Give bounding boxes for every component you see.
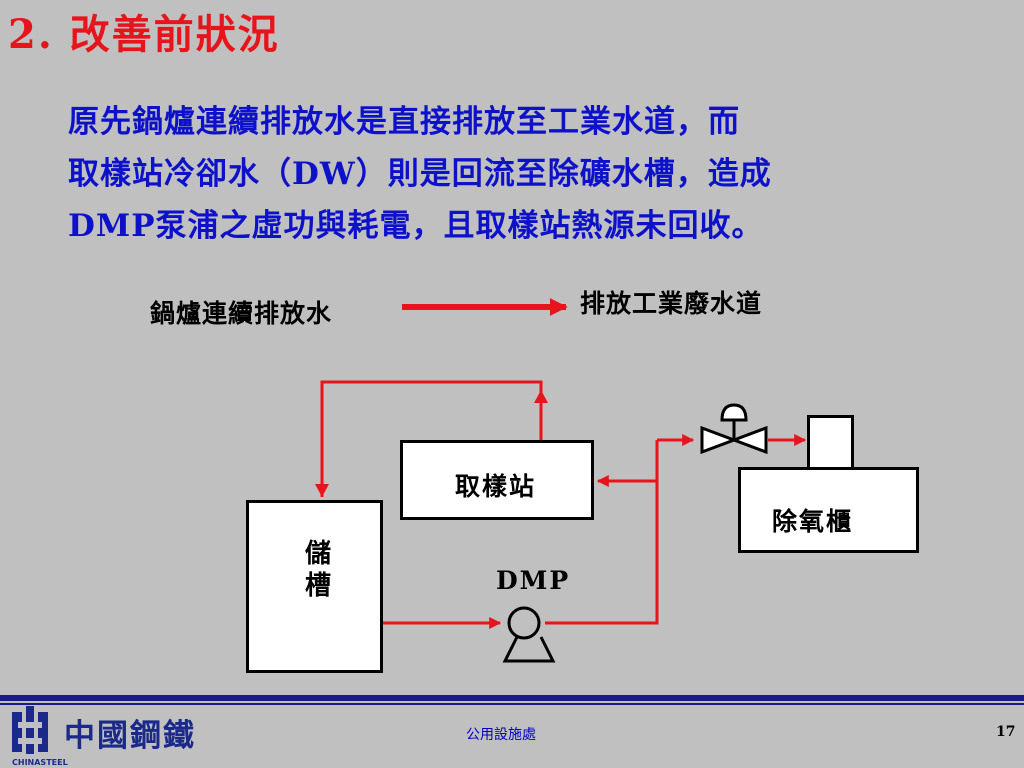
sampling-station-box — [400, 440, 594, 520]
intro-line-1: 原先鍋爐連續排放水是直接排放至工業水道，而 — [68, 104, 740, 140]
legend-source-label: 鍋爐連續排放水 — [150, 299, 333, 328]
pump-icon — [502, 606, 556, 663]
storage-tank-box — [246, 500, 383, 673]
legend-destination-label: 排放工業廢水道 — [580, 289, 763, 318]
intro-line-3: DMP泵浦之虛功與耗電，且取樣站熱源未回收。 — [68, 208, 764, 244]
return-loop-line — [320, 380, 543, 497]
storage-tank-char-1: 儲 — [304, 539, 331, 569]
storage-tank-char-2: 槽 — [304, 571, 331, 601]
return-loop-down-arrow — [315, 484, 329, 497]
company-logo-icon — [12, 706, 48, 754]
pump-to-main-line — [545, 440, 659, 625]
footer-rule-thick — [0, 695, 1024, 701]
company-logo-text: 中國鋼鐵 — [64, 718, 196, 754]
intro-line-2: 取樣站冷卻水（DW）則是回流至除礦水槽，造成 — [68, 156, 772, 192]
slide-title: 2. 改善前狀況 — [8, 11, 280, 58]
deaerator-box — [738, 467, 919, 553]
company-logo-subtext: CHINASTEEL — [12, 758, 68, 767]
valve-icon — [700, 403, 768, 455]
return-loop-up-arrow — [534, 390, 548, 403]
sampling-station-label: 取樣站 — [455, 472, 537, 501]
deaerator-label: 除氧櫃 — [772, 507, 854, 536]
department-label: 公用設施處 — [466, 727, 536, 743]
intro-text: 原先鍋爐連續排放水是直接排放至工業水道，而 取樣站冷卻水（DW）則是回流至除礦水… — [68, 96, 1008, 252]
pump-label: DMP — [496, 566, 571, 595]
page-number: 17 — [996, 724, 1016, 740]
footer-rule-thin — [0, 703, 1024, 705]
storage-tank-label: 儲 槽 — [303, 538, 333, 602]
deaerator-top-box — [807, 415, 854, 470]
